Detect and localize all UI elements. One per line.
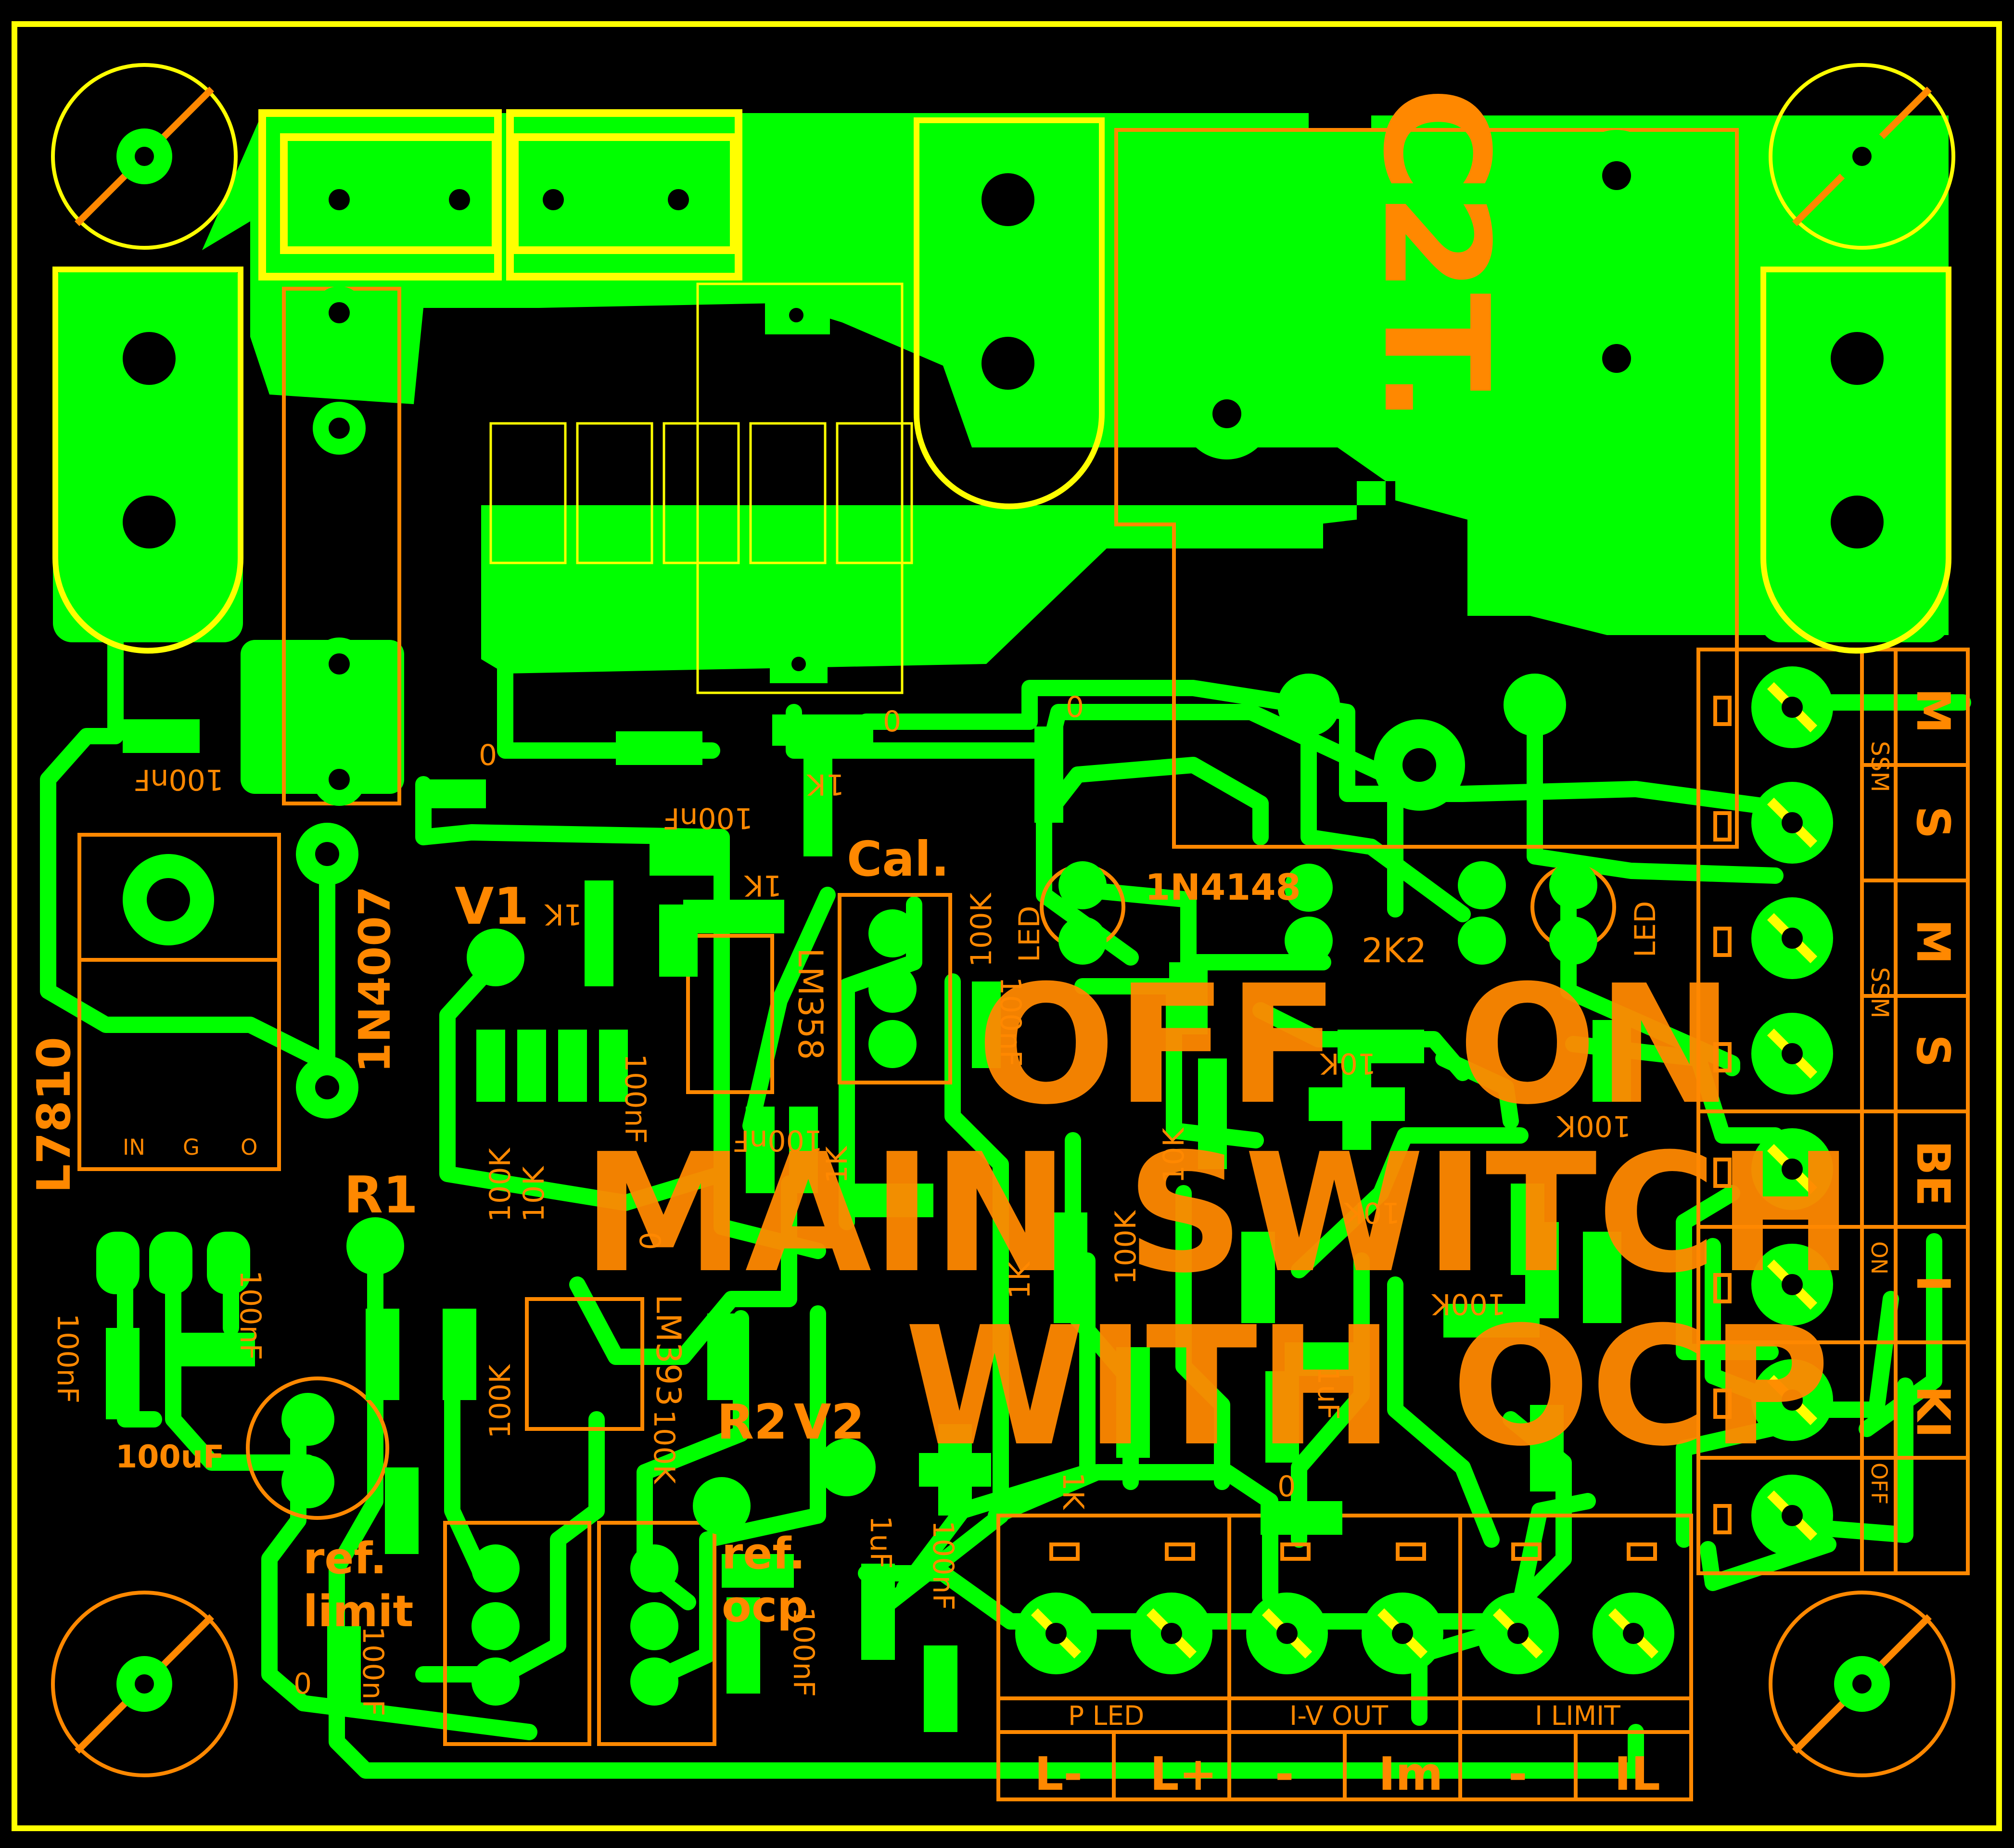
label-reg-pin-in: IN bbox=[123, 1134, 145, 1160]
bottom-pin-3: - bbox=[1275, 1748, 1294, 1801]
label-r1: R1 bbox=[344, 1166, 418, 1224]
board-outline bbox=[12, 21, 2002, 1831]
label-100nf-5: 100nF bbox=[233, 1270, 267, 1360]
label-diode-1n4007: 1N4007 bbox=[350, 886, 400, 1073]
bottom-group-ivout: I-V OUT bbox=[1289, 1700, 1388, 1731]
right-pin-6: I bbox=[1906, 1275, 1959, 1292]
label-0-5: 0 bbox=[293, 1667, 312, 1701]
label-ref-limit-1: ref. bbox=[303, 1533, 387, 1584]
label-diode-1n4148: 1N4148 bbox=[1145, 866, 1301, 908]
label-ref-ocp-2: ocp bbox=[722, 1581, 808, 1632]
label-100nf-10: 100nF bbox=[356, 1626, 390, 1716]
label-0-3: 0 bbox=[1066, 690, 1084, 724]
right-pin-1: M bbox=[1906, 688, 1959, 734]
label-r2: R2 bbox=[717, 1394, 788, 1450]
right-group-ssm-1: SSM bbox=[1866, 741, 1894, 792]
label-100k-5: 100K bbox=[484, 1364, 517, 1439]
bottom-pin-5: - bbox=[1508, 1748, 1527, 1801]
right-pin-4: S bbox=[1906, 1034, 1959, 1067]
right-group-off: OFF bbox=[1866, 1463, 1892, 1504]
label-opamp-lm358: LM358 bbox=[790, 948, 830, 1060]
label-v2: V2 bbox=[794, 1394, 865, 1450]
silkscreen-outlines bbox=[51, 63, 1970, 1801]
title-main-switch: MAIN SWITCH bbox=[582, 1119, 1854, 1309]
label-100nf-6: 100nF bbox=[51, 1313, 84, 1403]
label-led-left: LED bbox=[1013, 905, 1046, 962]
right-pin-2: S bbox=[1906, 806, 1959, 839]
pad-holes bbox=[123, 147, 1884, 1694]
label-10k-1: 10K bbox=[1320, 1046, 1376, 1080]
label-100k-1: 100K bbox=[965, 892, 998, 967]
label-10k-4: 10K bbox=[1157, 1127, 1191, 1184]
silkscreen-text: OFF ON MAIN SWITCH WITH OCP C2T. L7810 I… bbox=[28, 87, 1959, 1801]
terminal-holes bbox=[1045, 697, 1803, 1644]
label-1k-3: 1K bbox=[544, 897, 582, 931]
right-group-ssm-2: SSM bbox=[1866, 967, 1894, 1019]
label-0-1: 0 bbox=[479, 739, 497, 772]
label-100k-3: 100K bbox=[1556, 1109, 1631, 1143]
title-with-ocp: WITH OCP bbox=[905, 1292, 1830, 1482]
label-1k-6: 1K bbox=[820, 1146, 854, 1184]
label-0-2: 0 bbox=[883, 705, 901, 739]
mount-hole-tl bbox=[51, 63, 238, 250]
label-100nf-4: 100nF bbox=[733, 1123, 823, 1157]
label-regulator: L7810 bbox=[28, 1037, 81, 1193]
label-ref-limit-2: limit bbox=[303, 1586, 413, 1637]
bottom-group-pled: P LED bbox=[1068, 1700, 1144, 1731]
label-1uf-1: 1uF bbox=[864, 1516, 897, 1569]
label-0-4: 0 bbox=[1277, 1470, 1296, 1504]
label-0-6: 0 bbox=[633, 1232, 666, 1250]
mount-hole-bl bbox=[51, 1591, 238, 1777]
title-on: ON bbox=[1458, 950, 1734, 1141]
bottom-group-ilimit: I LIMIT bbox=[1535, 1700, 1620, 1731]
label-10k-2: 10K bbox=[1344, 1196, 1400, 1229]
right-pin-3: M bbox=[1906, 919, 1959, 965]
label-c2t: C2T. bbox=[1351, 87, 1519, 424]
label-100k-7: 100K bbox=[1109, 1210, 1143, 1285]
bottom-pin-2: L+ bbox=[1150, 1748, 1217, 1801]
right-group-on: ON bbox=[1866, 1241, 1892, 1274]
label-res-2k2: 2K2 bbox=[1362, 931, 1427, 970]
label-100uf: 100uF bbox=[115, 1439, 224, 1475]
label-100k-2: 100K bbox=[484, 1147, 517, 1222]
right-pin-7: KI bbox=[1906, 1386, 1959, 1438]
label-100nf-9: 100nF bbox=[926, 1520, 960, 1610]
label-reg-pin-g: G bbox=[183, 1134, 200, 1160]
right-pin-5: BE bbox=[1906, 1140, 1959, 1206]
smd-pads bbox=[106, 714, 1631, 1732]
regulator-outline bbox=[77, 833, 281, 1171]
label-100nf-2: 100nF bbox=[663, 801, 753, 835]
bottom-pin-1: L- bbox=[1034, 1748, 1083, 1801]
label-v1: V1 bbox=[455, 877, 529, 936]
label-100k-6: 100K bbox=[647, 1410, 681, 1485]
label-100nf-3: 100nF bbox=[618, 1054, 652, 1144]
label-cal: Cal. bbox=[847, 831, 949, 887]
bottom-pin-6: IL bbox=[1614, 1748, 1660, 1801]
label-ref-ocp-1: ref. bbox=[722, 1529, 805, 1579]
title-off: OFF bbox=[977, 950, 1339, 1141]
label-1k-4: 1K bbox=[1003, 1261, 1037, 1299]
label-100nf-8: 100nF bbox=[787, 1607, 820, 1697]
label-led-right: LED bbox=[1629, 901, 1662, 957]
label-100nf-7: 100nF bbox=[994, 977, 1027, 1067]
label-1k-1: 1K bbox=[806, 767, 844, 801]
label-reg-pin-o: O bbox=[241, 1134, 257, 1160]
mount-hole-br bbox=[1769, 1591, 1955, 1777]
label-comparator-lm393: LM393 bbox=[649, 1294, 688, 1406]
label-10k-3: 10K bbox=[517, 1166, 551, 1222]
mount-hole-tr bbox=[1769, 63, 1955, 250]
label-1uf-2: 1uF bbox=[1311, 1366, 1345, 1420]
label-1k-5: 1K bbox=[1056, 1472, 1090, 1510]
bottom-pin-4: Im bbox=[1378, 1748, 1443, 1801]
label-1k-2: 1K bbox=[744, 868, 782, 902]
label-100nf-1: 100nF bbox=[134, 763, 224, 796]
label-100k-4: 100K bbox=[1431, 1287, 1506, 1321]
